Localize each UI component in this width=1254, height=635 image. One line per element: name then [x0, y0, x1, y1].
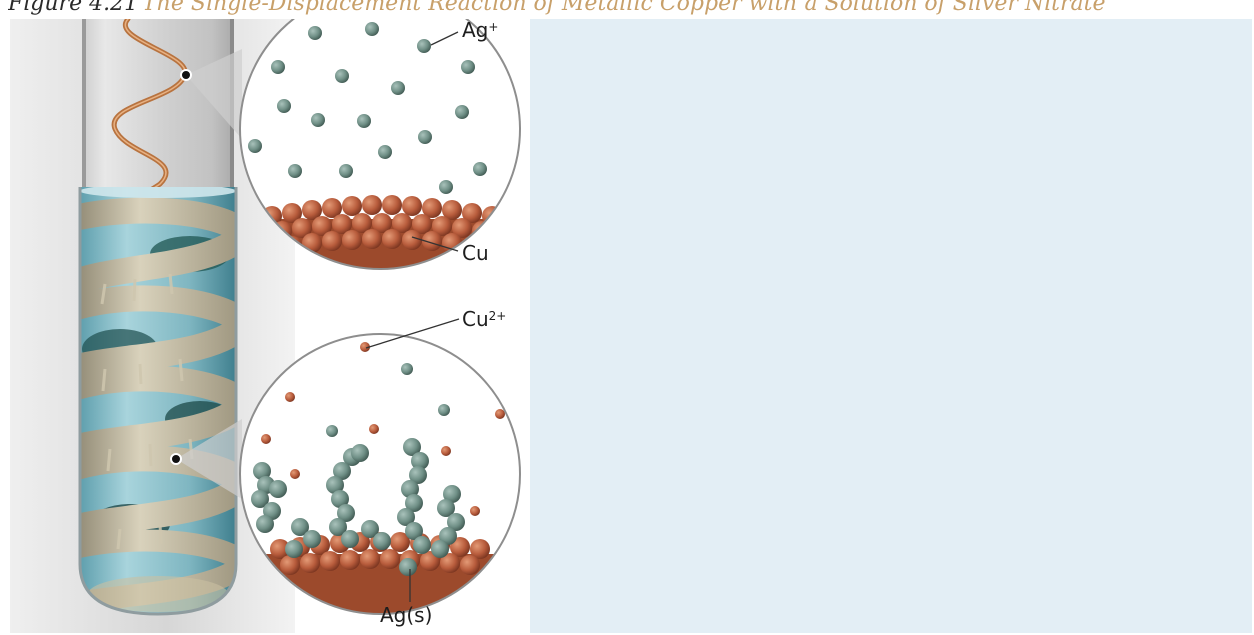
silver-ion-symbol: Ag	[462, 19, 489, 42]
test-tube-diagram	[10, 19, 530, 633]
copper-metal-label: Cu	[462, 241, 489, 265]
copper-ion-label: Cu2+	[462, 308, 506, 330]
silver-solid-label: Ag(s)	[380, 603, 433, 627]
copper-ion-symbol: Cu	[462, 307, 489, 331]
silver-ion-label: Ag+	[462, 19, 498, 41]
figure-number: Figure 4.21	[8, 0, 139, 16]
blank-panel	[530, 19, 1252, 633]
reaction-illustration: Ag+ Cu Cu2+ Ag(s)	[10, 19, 530, 633]
figure-title: The Single-Displacement Reaction of Meta…	[142, 0, 1106, 16]
silver-ion-charge: +	[488, 20, 499, 34]
copper-ion-charge: 2+	[488, 309, 507, 323]
